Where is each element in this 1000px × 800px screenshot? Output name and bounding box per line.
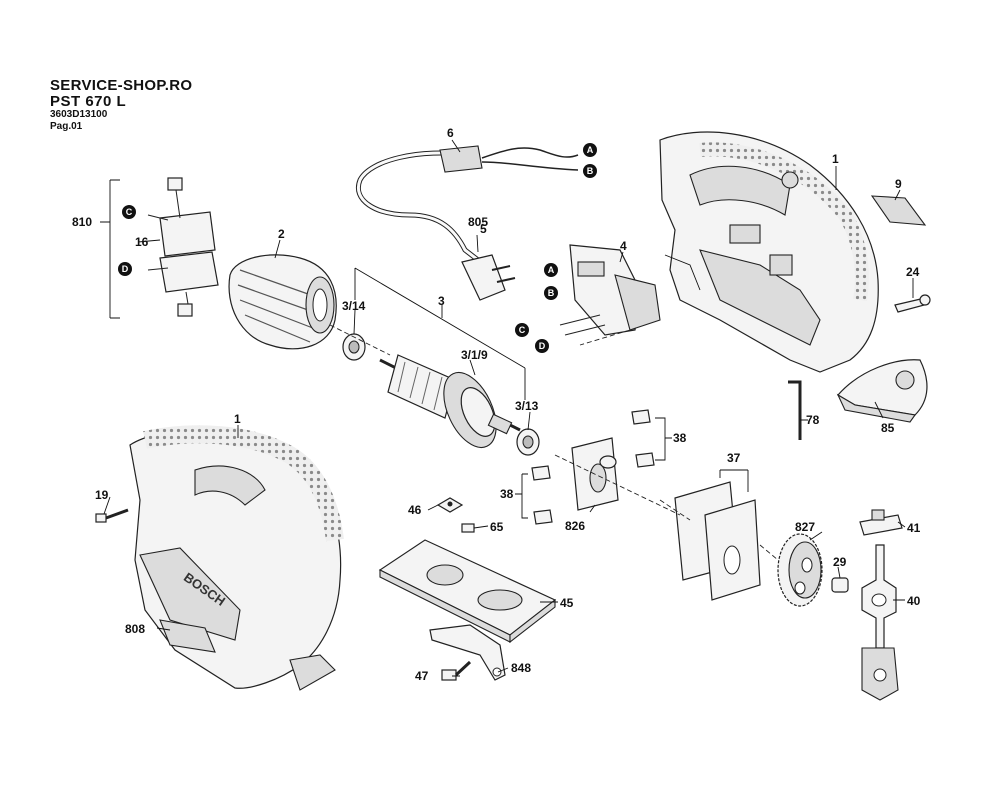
label-part-4: 4 — [620, 239, 627, 253]
label-part-826: 826 — [565, 519, 585, 533]
part-2-field-coil — [228, 254, 337, 350]
label-part-24: 24 — [906, 265, 920, 279]
label-part-2: 2 — [278, 227, 285, 241]
label-part-78: 78 — [806, 413, 820, 427]
connector-c-switch: C — [519, 325, 526, 335]
part-827-gear — [777, 533, 823, 607]
page-number: Pag.01 — [50, 121, 83, 132]
label-part-1-top: 1 — [832, 152, 839, 166]
model-name: PST 670 L — [50, 93, 127, 110]
label-part-827: 827 — [795, 520, 815, 534]
label-part-3: 3 — [438, 294, 445, 308]
model-code: 3603D13100 — [50, 109, 108, 120]
part-number-labels: 1 1 2 3 3/1/9 3/13 3/14 4 5 6 9 16 19 24… — [72, 126, 921, 683]
assembly-axis-lines — [329, 324, 791, 571]
label-part-85: 85 — [881, 421, 895, 435]
label-part-46: 46 — [408, 503, 422, 517]
label-part-41: 41 — [907, 521, 921, 535]
label-part-3-14: 3/14 — [342, 299, 366, 313]
part-65-clip — [461, 523, 475, 533]
part-6-power-cord — [356, 145, 579, 301]
part-41-guide-roller — [859, 509, 903, 536]
part-3-14-bearing — [342, 333, 366, 361]
label-part-3-1-9: 3/1/9 — [461, 348, 488, 362]
shop-name: SERVICE-SHOP.RO — [50, 77, 193, 94]
label-part-810: 810 — [72, 215, 92, 229]
part-810-brush-holder — [100, 177, 219, 319]
label-part-16: 16 — [135, 235, 149, 249]
connector-a-cord: A — [587, 145, 594, 155]
connector-markers: A B A B C D C D — [118, 143, 597, 353]
label-part-65: 65 — [490, 520, 504, 534]
connector-b-switch: B — [548, 288, 555, 298]
label-part-6: 6 — [447, 126, 454, 140]
part-29-bushing — [831, 577, 849, 593]
part-3-armature — [379, 354, 521, 448]
label-part-37: 37 — [727, 451, 741, 465]
connector-c-brush: C — [126, 207, 133, 217]
armature-group-bracket — [354, 267, 526, 400]
part-46-nut — [436, 497, 464, 513]
part-40-plunger — [861, 544, 899, 701]
label-part-848: 848 — [511, 661, 531, 675]
part-38-clips-lower — [515, 465, 553, 525]
housing-shell-right — [659, 131, 879, 373]
label-part-805: 805 — [468, 215, 488, 229]
part-45-base-plate — [378, 539, 557, 644]
label-part-1-left: 1 — [234, 412, 241, 426]
label-part-47: 47 — [415, 669, 429, 683]
part-37-plates — [674, 469, 761, 601]
part-38-clips-upper — [631, 409, 672, 468]
part-85-cover — [836, 359, 928, 423]
label-part-19: 19 — [95, 488, 109, 502]
label-part-9: 9 — [895, 177, 902, 191]
connector-a-switch: A — [548, 265, 555, 275]
part-78-hex-key — [788, 380, 802, 440]
part-24-screw — [894, 294, 931, 313]
label-part-38-upper: 38 — [673, 431, 687, 445]
connector-b-cord: B — [587, 166, 594, 176]
label-part-45: 45 — [560, 596, 574, 610]
label-part-808: 808 — [125, 622, 145, 636]
part-3-13-bearing — [516, 428, 540, 456]
label-part-38-lower: 38 — [500, 487, 514, 501]
connector-d-switch: D — [539, 341, 546, 351]
label-part-5: 5 — [480, 222, 487, 236]
part-19-screw — [95, 508, 129, 523]
label-part-29: 29 — [833, 555, 847, 569]
label-part-40: 40 — [907, 594, 921, 608]
part-9-plate — [870, 195, 927, 226]
part-4-switch — [559, 244, 661, 336]
housing-shell-left: BOSCH — [129, 425, 344, 691]
part-808-label — [159, 619, 216, 653]
leader-lines — [103, 139, 914, 677]
part-47-screw — [441, 660, 472, 681]
connector-d-brush: D — [122, 264, 129, 274]
part-848-lever — [429, 624, 506, 681]
label-part-3-13: 3/13 — [515, 399, 539, 413]
